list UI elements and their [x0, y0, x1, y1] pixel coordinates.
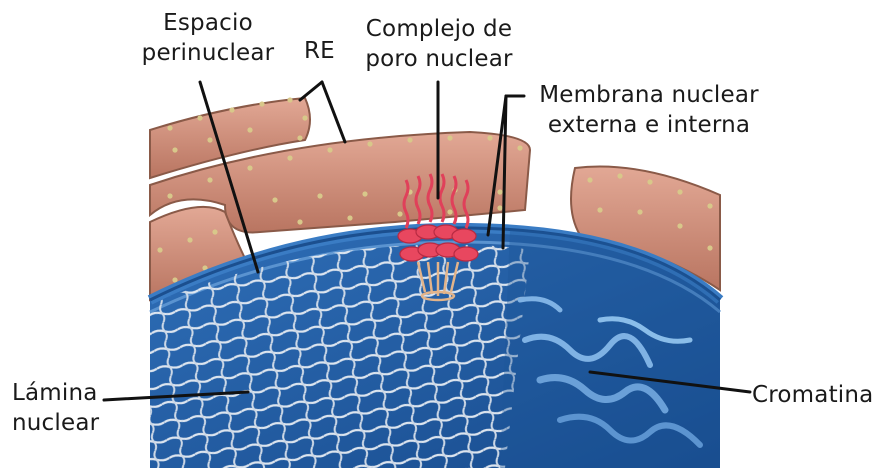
label-complejo-line1: Complejo de: [356, 14, 522, 44]
ribosome-dot: [447, 209, 452, 214]
label-espacio-perinuclear: Espacio perinuclear: [128, 8, 288, 68]
ribosome-dot: [587, 177, 592, 182]
ribosome-dot: [317, 193, 322, 198]
ribosome-dot: [172, 147, 177, 152]
ribosome-dot: [487, 135, 492, 140]
ribosome-dot: [347, 215, 352, 220]
ribosome-dot: [447, 135, 452, 140]
label-membrana-nuclear: Membrana nuclear externa e interna: [526, 80, 772, 140]
ribosome-dot: [517, 145, 522, 150]
ribosome-dot: [497, 189, 502, 194]
ribosome-dot: [497, 205, 502, 210]
ribosome-dot: [297, 135, 302, 140]
ribosome-dot: [287, 155, 292, 160]
ribosome-dot: [597, 207, 602, 212]
ribosome-dot: [407, 137, 412, 142]
ribosome-dot: [362, 191, 367, 196]
label-lamina-line2: nuclear: [12, 408, 99, 438]
label-espacio-line2: perinuclear: [128, 38, 288, 68]
ribosome-dot: [272, 197, 277, 202]
leader-re-right: [322, 82, 345, 142]
ribosome-dot: [637, 209, 642, 214]
ribosome-dot: [207, 137, 212, 142]
ribosome-dot: [212, 229, 217, 234]
label-lamina-line1: Lámina: [12, 378, 99, 408]
leader-re-left: [300, 82, 322, 100]
ribosome-dot: [197, 115, 202, 120]
label-re: RE: [304, 36, 335, 66]
ribosome-dot: [167, 193, 172, 198]
ribosome-dot: [247, 165, 252, 170]
ribosome-dot: [229, 107, 234, 112]
ribosome-dot: [707, 203, 712, 208]
ribosome-dot: [367, 141, 372, 146]
ribosome-dot: [167, 125, 172, 130]
label-lamina-nuclear: Lámina nuclear: [12, 378, 99, 438]
ribosome-dot: [287, 97, 292, 102]
ribosome-dot: [677, 189, 682, 194]
label-cromatina: Cromatina: [752, 380, 873, 410]
ribosome-dot: [647, 179, 652, 184]
ribosome-dot: [302, 115, 307, 120]
ribosome-dot: [157, 247, 162, 252]
ribosome-dot: [297, 219, 302, 224]
ribosome-dot: [677, 223, 682, 228]
label-complejo-line2: poro nuclear: [356, 44, 522, 74]
ribosome-dot: [327, 147, 332, 152]
ribosome-dot: [259, 101, 264, 106]
ribosome-dot: [247, 127, 252, 132]
ribosome-dot: [397, 211, 402, 216]
ribosome-dot: [707, 245, 712, 250]
label-espacio-line1: Espacio: [128, 8, 288, 38]
ribosome-dot: [617, 173, 622, 178]
ribosome-dot: [207, 177, 212, 182]
label-membrana-line1: Membrana nuclear: [526, 80, 772, 110]
label-complejo-poro-nuclear: Complejo de poro nuclear: [356, 14, 522, 74]
ribosome-dot: [187, 237, 192, 242]
label-membrana-line2: externa e interna: [526, 110, 772, 140]
